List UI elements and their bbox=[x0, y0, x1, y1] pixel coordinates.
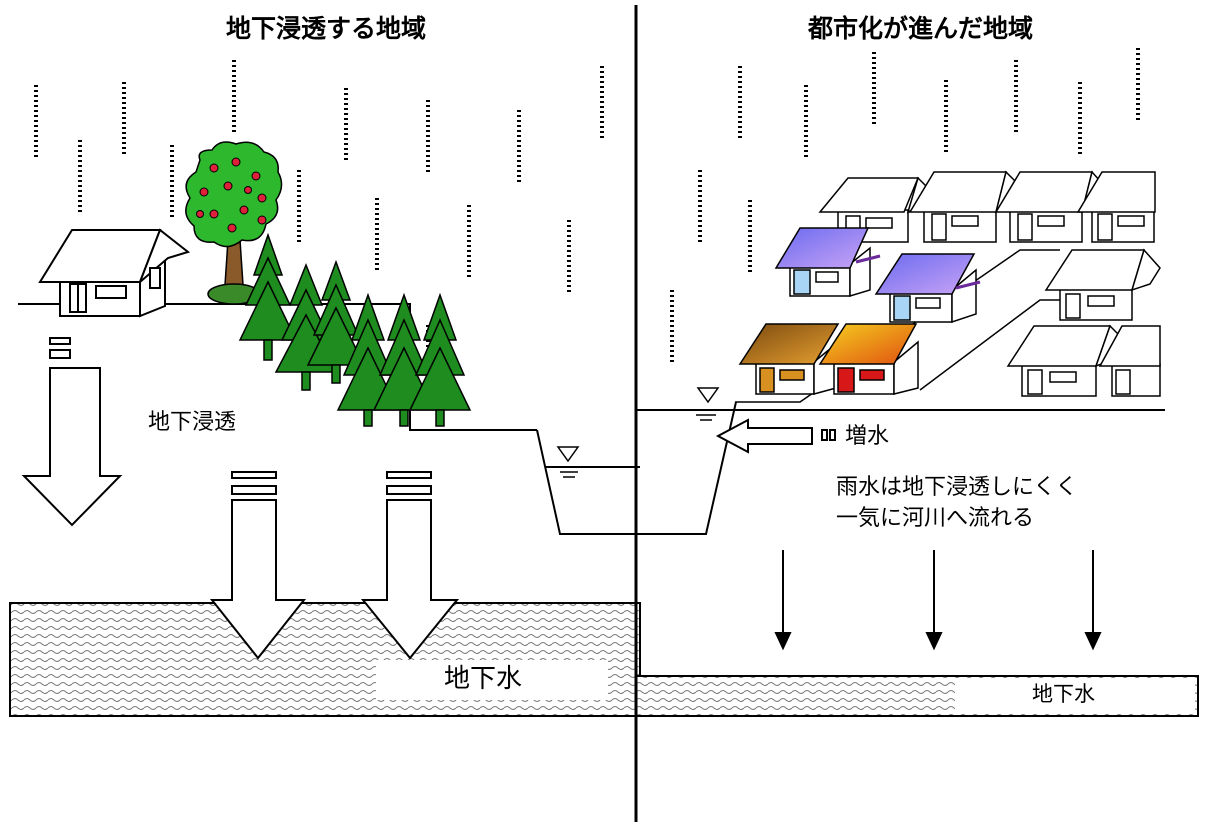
runoff-label-line1: 雨水は地下浸透しにくく bbox=[836, 475, 1078, 500]
urban-houses-icon bbox=[735, 170, 1161, 403]
left-panel-title: 地下浸透する地域 bbox=[226, 14, 427, 43]
downward-arrows-right bbox=[774, 550, 1102, 651]
runoff-label-line2: 一気に河川へ流れる bbox=[836, 506, 1035, 531]
groundwater-label-right: 地下水 bbox=[1032, 682, 1095, 706]
infiltration-label: 地下浸透 bbox=[148, 410, 237, 435]
groundwater-label-left: 地下水 bbox=[444, 664, 523, 694]
groundwater-box-right bbox=[955, 679, 1195, 713]
water-level-marker-left bbox=[556, 446, 582, 478]
runoff-arrow bbox=[715, 418, 836, 454]
groundwater-box-left bbox=[376, 660, 608, 700]
infiltration-arrow-2 bbox=[209, 471, 307, 660]
fruit-tree-icon bbox=[185, 141, 283, 305]
infiltration-arrow-1 bbox=[21, 337, 123, 527]
increase-label: 増水 bbox=[845, 424, 890, 449]
house-left-icon bbox=[38, 228, 191, 318]
infiltration-arrow-3 bbox=[360, 471, 460, 660]
right-panel-title: 都市化が進んだ地域 bbox=[808, 14, 1034, 43]
forest-icon bbox=[238, 232, 472, 427]
water-level-marker-right bbox=[692, 387, 722, 421]
